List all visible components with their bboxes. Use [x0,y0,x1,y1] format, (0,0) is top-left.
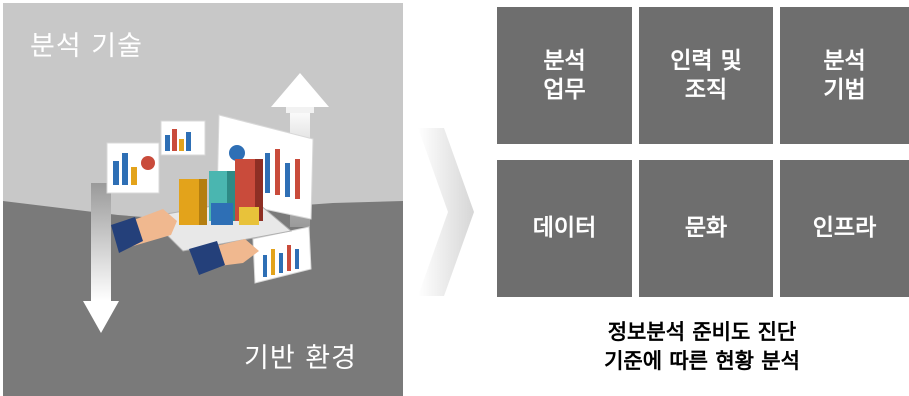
chart-panel-top-small [160,120,206,156]
right-hand [189,239,259,275]
analytics-illustration [106,114,314,284]
infrastructure-environment-label: 기반 환경 [244,343,357,374]
3d-bar-chart [179,159,263,225]
grid-cell-people-organization: 인력 및 조직 [639,7,773,144]
grid-cell-culture: 문화 [639,160,773,297]
grid-cell-analysis-work: 분석 업무 [497,7,632,144]
analysis-technology-label: 분석 기술 [30,31,143,62]
down-arrow [83,183,119,333]
grid-cell-infrastructure: 인프라 [780,160,909,297]
grid-cell-data: 데이터 [497,160,632,297]
left-diagram-panel [3,3,403,396]
left-hand [111,209,177,253]
grid-cell-analysis-methods: 분석 기법 [780,7,909,144]
diagnosis-caption: 정보분석 준비도 진단 기준에 따른 현황 분석 [604,320,800,373]
chevron-arrow-icon [418,128,474,296]
chart-panel-left [106,142,160,194]
